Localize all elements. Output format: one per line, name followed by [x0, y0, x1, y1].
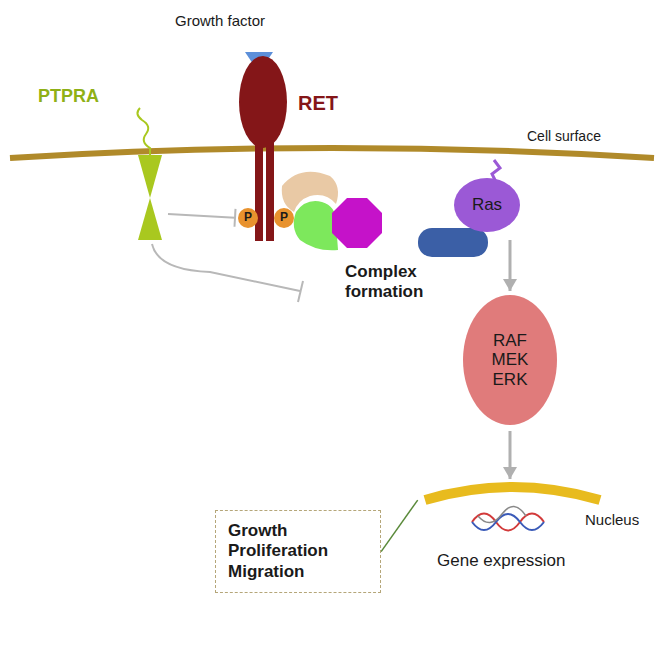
- ret-receptor: RET P P: [225, 50, 335, 245]
- ras-protein: [454, 178, 520, 232]
- arrow-head: [503, 467, 517, 479]
- output-label: Gene expression: [437, 551, 566, 571]
- ras-node: Ras: [454, 178, 520, 232]
- node-text: Ras: [472, 195, 502, 215]
- membrane-label: Cell surface: [527, 128, 601, 144]
- node-text: P: [280, 211, 288, 225]
- ptpra-hourglass: [138, 155, 162, 198]
- inhibition-edge: [168, 209, 236, 227]
- node-text: PTPRA: [38, 86, 99, 107]
- dna-strand: [472, 514, 544, 530]
- dna-strand: [478, 506, 526, 522]
- cell-membrane: [10, 148, 654, 158]
- arrow-head: [503, 279, 517, 291]
- phospho-site: P: [274, 208, 294, 228]
- kinase-node: RAF MEK ERK: [463, 295, 557, 425]
- adaptor-protein: [332, 198, 382, 248]
- node-text: Nucleus: [585, 511, 639, 528]
- adaptor-protein: [418, 228, 488, 257]
- ret-stalk: [266, 135, 274, 241]
- process-label: Complex formation: [345, 262, 455, 301]
- nucleus-node: Nucleus: [420, 483, 655, 529]
- node-text: RET: [298, 92, 338, 115]
- connector-line: [381, 500, 418, 552]
- leader-line: [381, 500, 418, 552]
- ptpra-extracellular: [137, 108, 150, 155]
- outcome-box: Growth Proliferation Migration: [215, 510, 381, 593]
- kinase-cascade: [463, 295, 557, 425]
- node-text: RAF MEK ERK: [484, 331, 536, 390]
- inhibition-bar: [234, 209, 235, 227]
- ligand-label: Growth factor: [175, 12, 265, 29]
- dna-strand: [472, 514, 544, 531]
- connector-line: [168, 214, 235, 218]
- inhibition-line: [152, 244, 300, 291]
- node-text: Growth Proliferation Migration: [228, 521, 328, 582]
- ptpra-hourglass: [138, 198, 162, 240]
- ret-stalk: [255, 135, 263, 241]
- ptpra-node: PTPRA: [38, 86, 166, 242]
- node-text: P: [244, 211, 252, 225]
- nuclear-envelope: [425, 487, 600, 500]
- activation-arrow: [503, 240, 517, 291]
- phospho-site: P: [238, 208, 258, 228]
- ret-extracellular: [239, 56, 287, 148]
- inhibition-bar: [298, 281, 303, 302]
- adaptor-protein: [294, 201, 338, 250]
- activation-arrow: [503, 431, 517, 479]
